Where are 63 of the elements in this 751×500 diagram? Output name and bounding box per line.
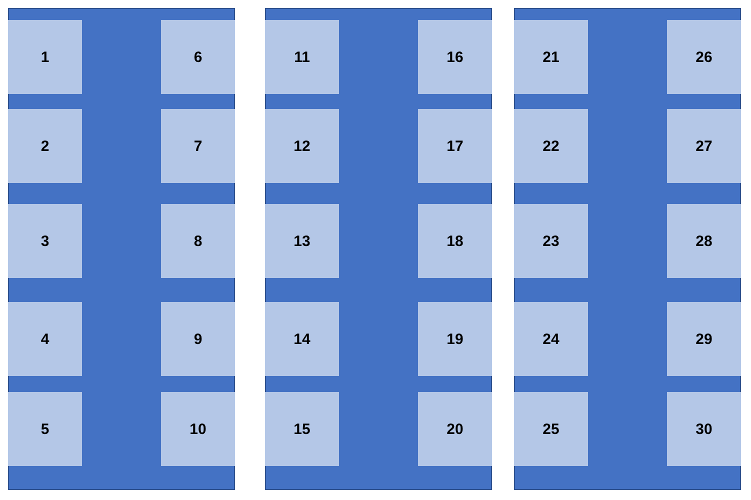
seat-number: 1	[40, 48, 50, 66]
seat-box	[514, 109, 588, 183]
seat-number: 7	[194, 138, 202, 154]
seat-box	[418, 302, 492, 376]
panel-background	[8, 8, 235, 490]
seat-number: 8	[194, 232, 202, 250]
seat-box	[667, 204, 741, 278]
seat-number: 15	[294, 420, 310, 438]
seat-number: 26	[696, 48, 712, 66]
seat-box	[161, 20, 235, 94]
seat-box	[265, 109, 339, 183]
seat-box	[8, 20, 82, 94]
seat-box	[265, 392, 339, 466]
seat-number: 9	[194, 330, 202, 348]
seat-number: 30	[696, 420, 712, 438]
seat-number: 22	[542, 138, 560, 154]
seat-box	[667, 109, 741, 183]
seat-box	[8, 204, 82, 278]
seat-number: 12	[294, 138, 310, 154]
seat-number: 11	[294, 48, 310, 66]
seat-box	[161, 392, 235, 466]
seat-number: 27	[696, 138, 712, 154]
seat-number: 23	[542, 232, 560, 250]
seat-number: 16	[446, 48, 464, 66]
seat-box	[667, 20, 741, 94]
seat-number: 24	[542, 330, 560, 348]
seat-number: 19	[446, 330, 464, 348]
seat-box	[418, 109, 492, 183]
seat-number: 17	[446, 138, 464, 154]
seat-number: 25	[542, 420, 560, 438]
seat-number: 4	[40, 330, 50, 348]
panel-background	[265, 8, 492, 490]
seat-number: 5	[40, 420, 50, 438]
seat-box	[418, 392, 492, 466]
seat-box	[161, 302, 235, 376]
seat-box	[8, 109, 82, 183]
seat-number: 6	[194, 48, 202, 66]
panel-background	[514, 8, 741, 490]
seat-box	[667, 392, 741, 466]
seat-number: 28	[696, 232, 712, 250]
seat-box	[265, 20, 339, 94]
seat-box	[418, 20, 492, 94]
seat-box	[265, 302, 339, 376]
seat-number: 2	[40, 138, 50, 154]
seat-box	[514, 302, 588, 376]
seat-box	[514, 204, 588, 278]
seat-number: 13	[294, 232, 310, 250]
seat-box	[514, 392, 588, 466]
seat-box	[667, 302, 741, 376]
seat-number: 21	[542, 48, 560, 66]
seat-box	[161, 109, 235, 183]
seat-box	[514, 20, 588, 94]
seat-box	[161, 204, 235, 278]
seat-number: 29	[696, 330, 712, 348]
seat-number: 20	[446, 420, 464, 438]
seat-box	[265, 204, 339, 278]
seat-number: 14	[294, 330, 310, 348]
seat-number: 18	[446, 232, 464, 250]
seat-number: 3	[40, 232, 50, 250]
seat-number: 10	[190, 420, 206, 438]
seat-box	[8, 392, 82, 466]
seat-box	[418, 204, 492, 278]
seat-box	[8, 302, 82, 376]
